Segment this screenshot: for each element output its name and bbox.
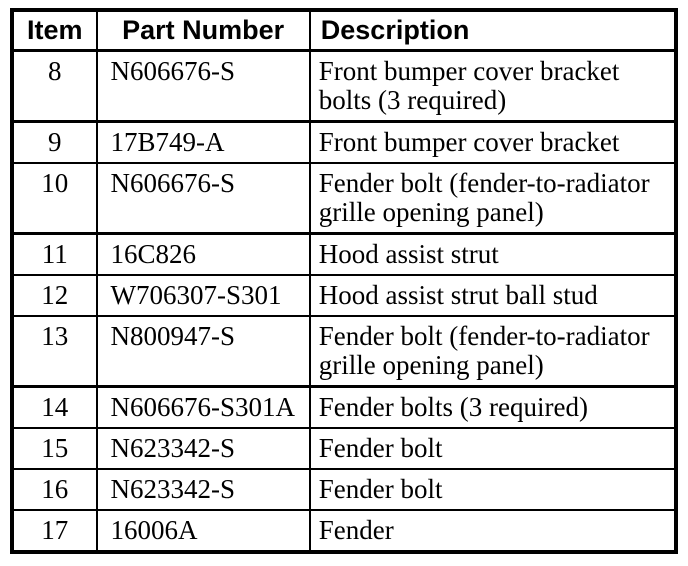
description-cell: Front bumper cover bracket bolts (3 requ… [308, 49, 678, 123]
item-cell: 16 [11, 468, 98, 511]
item-cell: 12 [11, 274, 98, 317]
part-number-cell: N606676-S [95, 162, 311, 235]
item-cell: 13 [11, 315, 98, 388]
table-row: 14 N606676-S301A Fender bolts (3 require… [11, 385, 678, 429]
part-number-cell: 16C826 [95, 232, 311, 276]
item-cell: 9 [11, 120, 98, 164]
part-number-cell: N623342-S [95, 427, 311, 470]
description-cell: Fender bolts (3 required) [308, 385, 678, 429]
item-cell: 15 [11, 427, 98, 470]
table-row: 9 17B749-A Front bumper cover bracket [11, 120, 678, 164]
item-cell: 10 [11, 162, 98, 235]
item-cell: 17 [11, 509, 98, 553]
part-number-cell: W706307-S301 [95, 274, 311, 317]
item-cell: 8 [11, 49, 98, 123]
description-cell: Fender bolt [308, 427, 678, 470]
table-row: 15 N623342-S Fender bolt [11, 427, 678, 470]
item-cell: 11 [11, 232, 98, 276]
table-row: 12 W706307-S301 Hood assist strut ball s… [11, 274, 678, 317]
description-cell: Fender bolt (fender-to-radiator grille o… [308, 162, 678, 235]
table-row: 10 N606676-S Fender bolt (fender-to-radi… [11, 162, 678, 235]
table-row: 13 N800947-S Fender bolt (fender-to-radi… [11, 315, 678, 388]
column-header-description: Description [308, 9, 678, 52]
item-cell: 14 [11, 385, 98, 429]
description-cell: Hood assist strut ball stud [308, 274, 678, 317]
parts-table: Item Part Number Description 8 N606676-S… [10, 8, 678, 554]
part-number-cell: N606676-S301A [95, 385, 311, 429]
part-number-cell: N800947-S [95, 315, 311, 388]
part-number-cell: 17B749-A [95, 120, 311, 164]
table-header-row: Item Part Number Description [11, 9, 678, 52]
part-number-cell: N606676-S [95, 49, 311, 123]
column-header-item: Item [11, 9, 98, 52]
table-row: 8 N606676-S Front bumper cover bracket b… [11, 49, 678, 123]
description-cell: Front bumper cover bracket [308, 120, 678, 164]
table-row: 11 16C826 Hood assist strut [11, 232, 678, 276]
table-row: 17 16006A Fender [11, 509, 678, 553]
description-cell: Fender bolt [308, 468, 678, 511]
description-cell: Fender [308, 509, 678, 553]
description-cell: Hood assist strut [308, 232, 678, 276]
part-number-cell: 16006A [95, 509, 311, 553]
column-header-part-number: Part Number [95, 9, 311, 52]
part-number-cell: N623342-S [95, 468, 311, 511]
table-row: 16 N623342-S Fender bolt [11, 468, 678, 511]
description-cell: Fender bolt (fender-to-radiator grille o… [308, 315, 678, 388]
